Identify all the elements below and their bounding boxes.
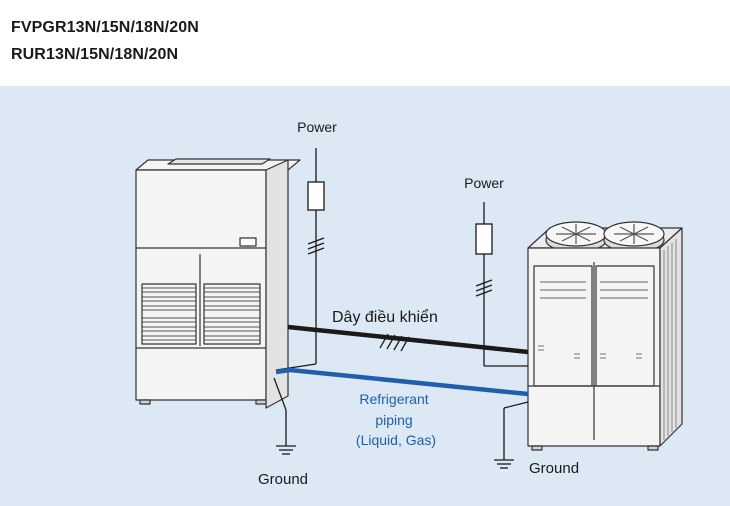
indoor-unit-vent-cap [167, 158, 271, 165]
ground-indoor-icon [273, 377, 296, 455]
wiring-diagram: Power Power Dây điều khiển Refrigerant p… [0, 86, 730, 506]
ground-outdoor-icon [494, 401, 529, 469]
diagram-panel: Power Power Dây điều khiển Refrigerant p… [0, 86, 730, 506]
label-ground-indoor: Ground [258, 471, 308, 488]
header: FVPGR13N/15N/18N/20N RUR13N/15N/18N/20N [0, 0, 730, 86]
label-refrigerant-1: Refrigerant [359, 391, 428, 407]
fuse-indoor-icon [307, 181, 325, 211]
fan-left-icon [545, 221, 607, 253]
outdoor-unit-side [659, 227, 683, 447]
indoor-display-icon [239, 237, 257, 247]
model-line-outdoor: RUR13N/15N/18N/20N [11, 46, 179, 63]
label-refrigerant-3: (Liquid, Gas) [356, 432, 436, 448]
indoor-unit-side [265, 159, 289, 409]
fuse-outdoor-icon [475, 223, 493, 255]
indoor-unit-front [135, 169, 267, 401]
label-ground-outdoor: Ground [529, 460, 579, 477]
refrigerant-piping [275, 367, 529, 397]
outdoor-unit [527, 221, 683, 451]
model-line-indoor: FVPGR13N/15N/18N/20N [11, 19, 199, 36]
label-power-indoor: Power [297, 119, 337, 135]
fan-right-icon [603, 221, 665, 253]
label-refrigerant-2: piping [375, 412, 412, 428]
indoor-unit [135, 158, 301, 409]
control-wire [287, 324, 529, 355]
label-control-wire: Dây điều khiển [332, 308, 438, 326]
label-power-outdoor: Power [464, 175, 504, 191]
power-line-indoor [275, 148, 325, 371]
